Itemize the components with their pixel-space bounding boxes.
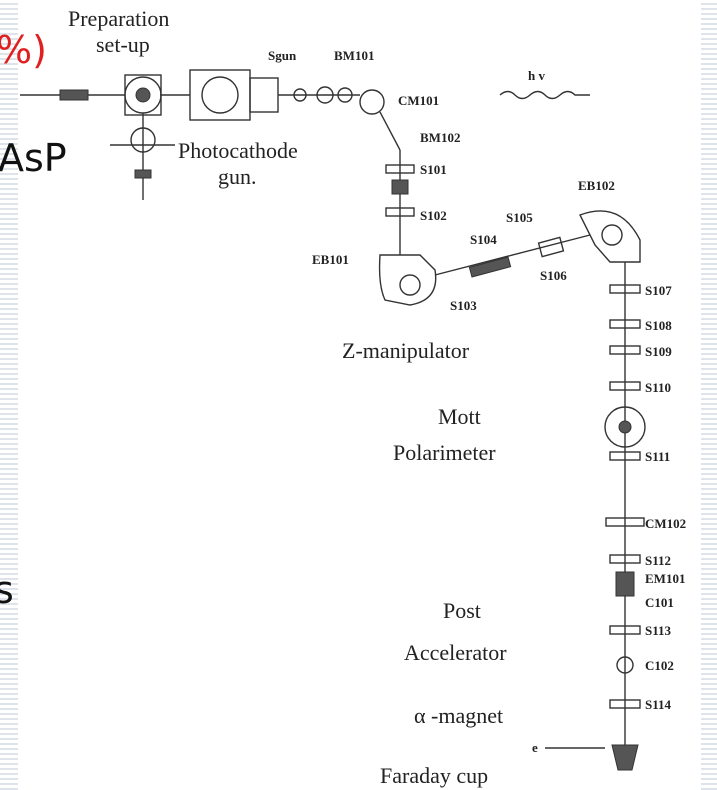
label-em101: EM101 [645,571,685,586]
label-s111: S111 [645,449,670,464]
label-hv: h v [528,68,545,83]
label-post: Post [443,598,481,623]
label-s105: S105 [506,210,533,225]
slide-right-edge [701,0,717,790]
label-photocathode: Photocathode [178,138,298,163]
label-eb102: EB102 [578,178,615,193]
label-sgun: Sgun [268,48,297,63]
label-s103: S103 [450,298,477,313]
label-c101: C101 [645,595,674,610]
label-c102: C102 [645,658,674,673]
label-cm101: CM101 [398,93,439,108]
slide-text-asp: AsP [0,136,67,180]
label-faraday-cup: Faraday cup [380,763,488,788]
label-accelerator: Accelerator [404,640,507,665]
slide-left-edge [0,0,18,790]
label-s108: S108 [645,318,672,333]
label-s107: S107 [645,283,672,298]
label-s102: S102 [420,208,447,223]
label-s104: S104 [470,232,497,247]
label-bm101: BM101 [334,48,374,63]
label-s101: S101 [420,162,447,177]
diagonal-section [434,210,641,278]
label-eb101: EB101 [312,252,349,267]
label-polarimeter: Polarimeter [393,440,496,465]
slide-text-percent: %) [0,28,47,72]
label-preparation: Preparation [68,6,169,31]
label-mott: Mott [438,404,481,429]
light-wave [499,90,590,100]
label-s112: S112 [645,553,671,568]
label-cm102: CM102 [645,516,686,531]
bend-section [378,111,437,306]
slide-text-s: s [0,568,14,612]
label-e: e [532,740,538,755]
label-setup: set-up [96,32,150,57]
gun-beamline [20,69,385,200]
label-s106: S106 [540,268,567,283]
label-alpha-magnet: α -magnet [414,703,503,728]
label-s110: S110 [645,380,671,395]
label-gun: gun. [218,164,257,189]
main-vertical-beamline [545,262,646,771]
label-s114: S114 [645,697,672,712]
label-zmanipulator: Z-manipulator [342,338,470,363]
label-bm102: BM102 [420,130,460,145]
label-s113: S113 [645,623,672,638]
label-s109: S109 [645,344,672,359]
